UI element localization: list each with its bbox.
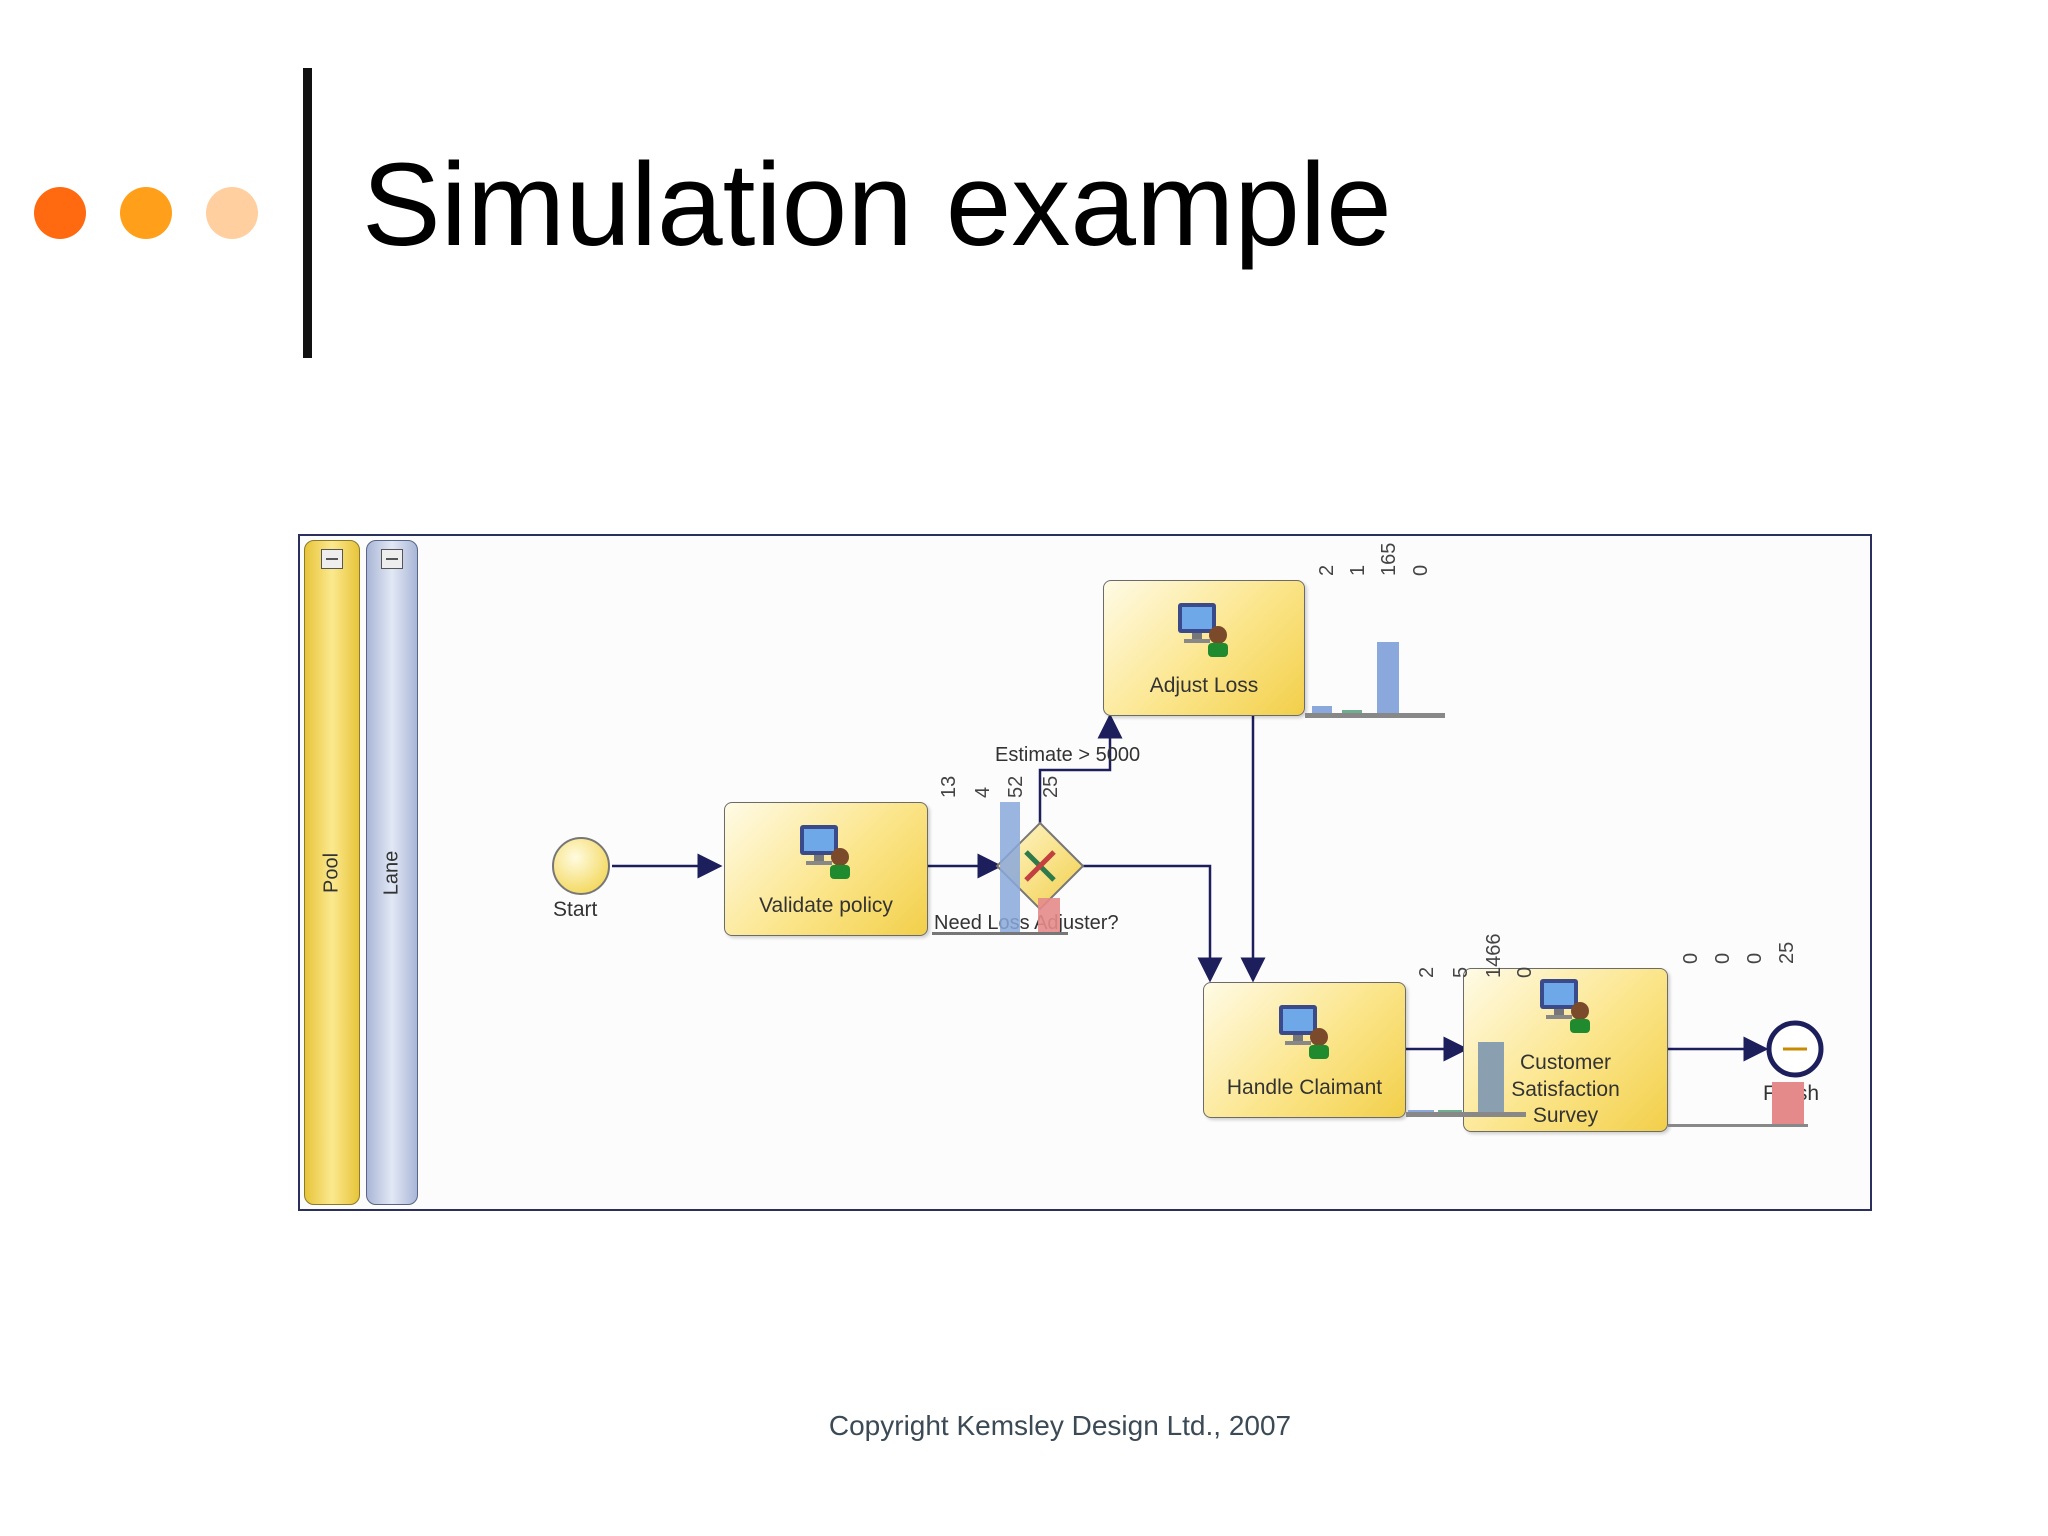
handle-stat-baseline <box>1406 1112 1526 1117</box>
gateway-label: Need Loss Adjuster? <box>934 912 1119 934</box>
handle-stat-bar-3 <box>1478 1042 1504 1114</box>
adjust-stat-1: 2 <box>1316 564 1338 576</box>
bullet-dot-3 <box>206 187 258 239</box>
pool-stripe[interactable]: Pool <box>304 540 360 1205</box>
gateway-stat-baseline <box>932 932 1068 935</box>
adjust-stat-bar-2 <box>1342 710 1362 714</box>
task-handle-claimant[interactable]: Handle Claimant <box>1203 982 1406 1118</box>
start-label: Start <box>553 898 598 921</box>
task-adjust-loss[interactable]: Adjust Loss <box>1103 580 1305 716</box>
lane-stripe[interactable]: Lane <box>366 540 418 1205</box>
adjust-stat-bar-3 <box>1377 642 1399 714</box>
user-computer-icon <box>1539 979 1590 1033</box>
lane-collapse-button[interactable] <box>381 549 403 569</box>
gateway-stat-4: 25 <box>1040 775 1062 798</box>
task-validate-policy[interactable]: Validate policy <box>724 802 928 936</box>
survey-stat-3: 0 <box>1744 952 1766 964</box>
user-computer-icon <box>800 825 850 879</box>
gateway-stat-bar-2 <box>1038 898 1060 934</box>
handle-stat-3: 1466 <box>1483 933 1505 979</box>
adjust-stat-baseline <box>1305 713 1445 718</box>
pool-collapse-button[interactable] <box>321 549 343 569</box>
bullet-dot-2 <box>120 187 172 239</box>
flow-gateway-handle <box>1078 864 1223 983</box>
survey-stat-4: 25 <box>1776 941 1798 964</box>
handle-stat-1: 2 <box>1416 966 1438 978</box>
task-label-validate: Validate policy <box>759 893 893 917</box>
copyright-footer: Copyright Kemsley Design Ltd., 2007 <box>828 1410 1292 1441</box>
user-computer-icon <box>1178 603 1228 657</box>
gateway-stat-bar-1 <box>1000 802 1020 934</box>
gateway-stat-1: 13 <box>938 775 960 798</box>
flow-label-estimate: Estimate > 5000 <box>995 744 1141 766</box>
task-label-survey: Customer Satisfaction Survey <box>1464 1050 1667 1129</box>
survey-stat-2: 0 <box>1712 952 1734 964</box>
handle-stat-4: 0 <box>1514 966 1536 978</box>
adjust-stat-bar-1 <box>1312 706 1332 714</box>
survey-stat-baseline <box>1668 1124 1808 1127</box>
survey-label-line-3: Survey <box>1532 1103 1599 1127</box>
gateway-stat-3: 52 <box>1005 775 1027 798</box>
bullet-dot-1 <box>34 187 86 239</box>
adjust-stat-4: 0 <box>1410 564 1432 576</box>
handle-stat-2: 5 <box>1450 966 1472 978</box>
survey-stat-1: 0 <box>1680 952 1702 964</box>
task-label-handle: Handle Claimant <box>1226 1075 1383 1099</box>
slide-title: Simulation example <box>362 139 1392 271</box>
survey-stat-bar-4 <box>1772 1082 1804 1124</box>
survey-label-line-2: Satisfaction <box>1511 1077 1620 1101</box>
process-diagram: Pool Lane <box>298 534 1872 1211</box>
flow-gateway-adjust <box>1038 713 1123 828</box>
gateway-stat-2: 4 <box>972 786 994 798</box>
user-computer-icon <box>1278 1005 1329 1059</box>
survey-label-line-1: Customer <box>1519 1051 1612 1075</box>
start-event <box>552 837 610 895</box>
title-divider <box>303 68 312 358</box>
adjust-stat-3: 165 <box>1378 542 1400 576</box>
adjust-stat-2: 1 <box>1347 564 1369 576</box>
task-label-adjust: Adjust Loss <box>1149 673 1259 697</box>
